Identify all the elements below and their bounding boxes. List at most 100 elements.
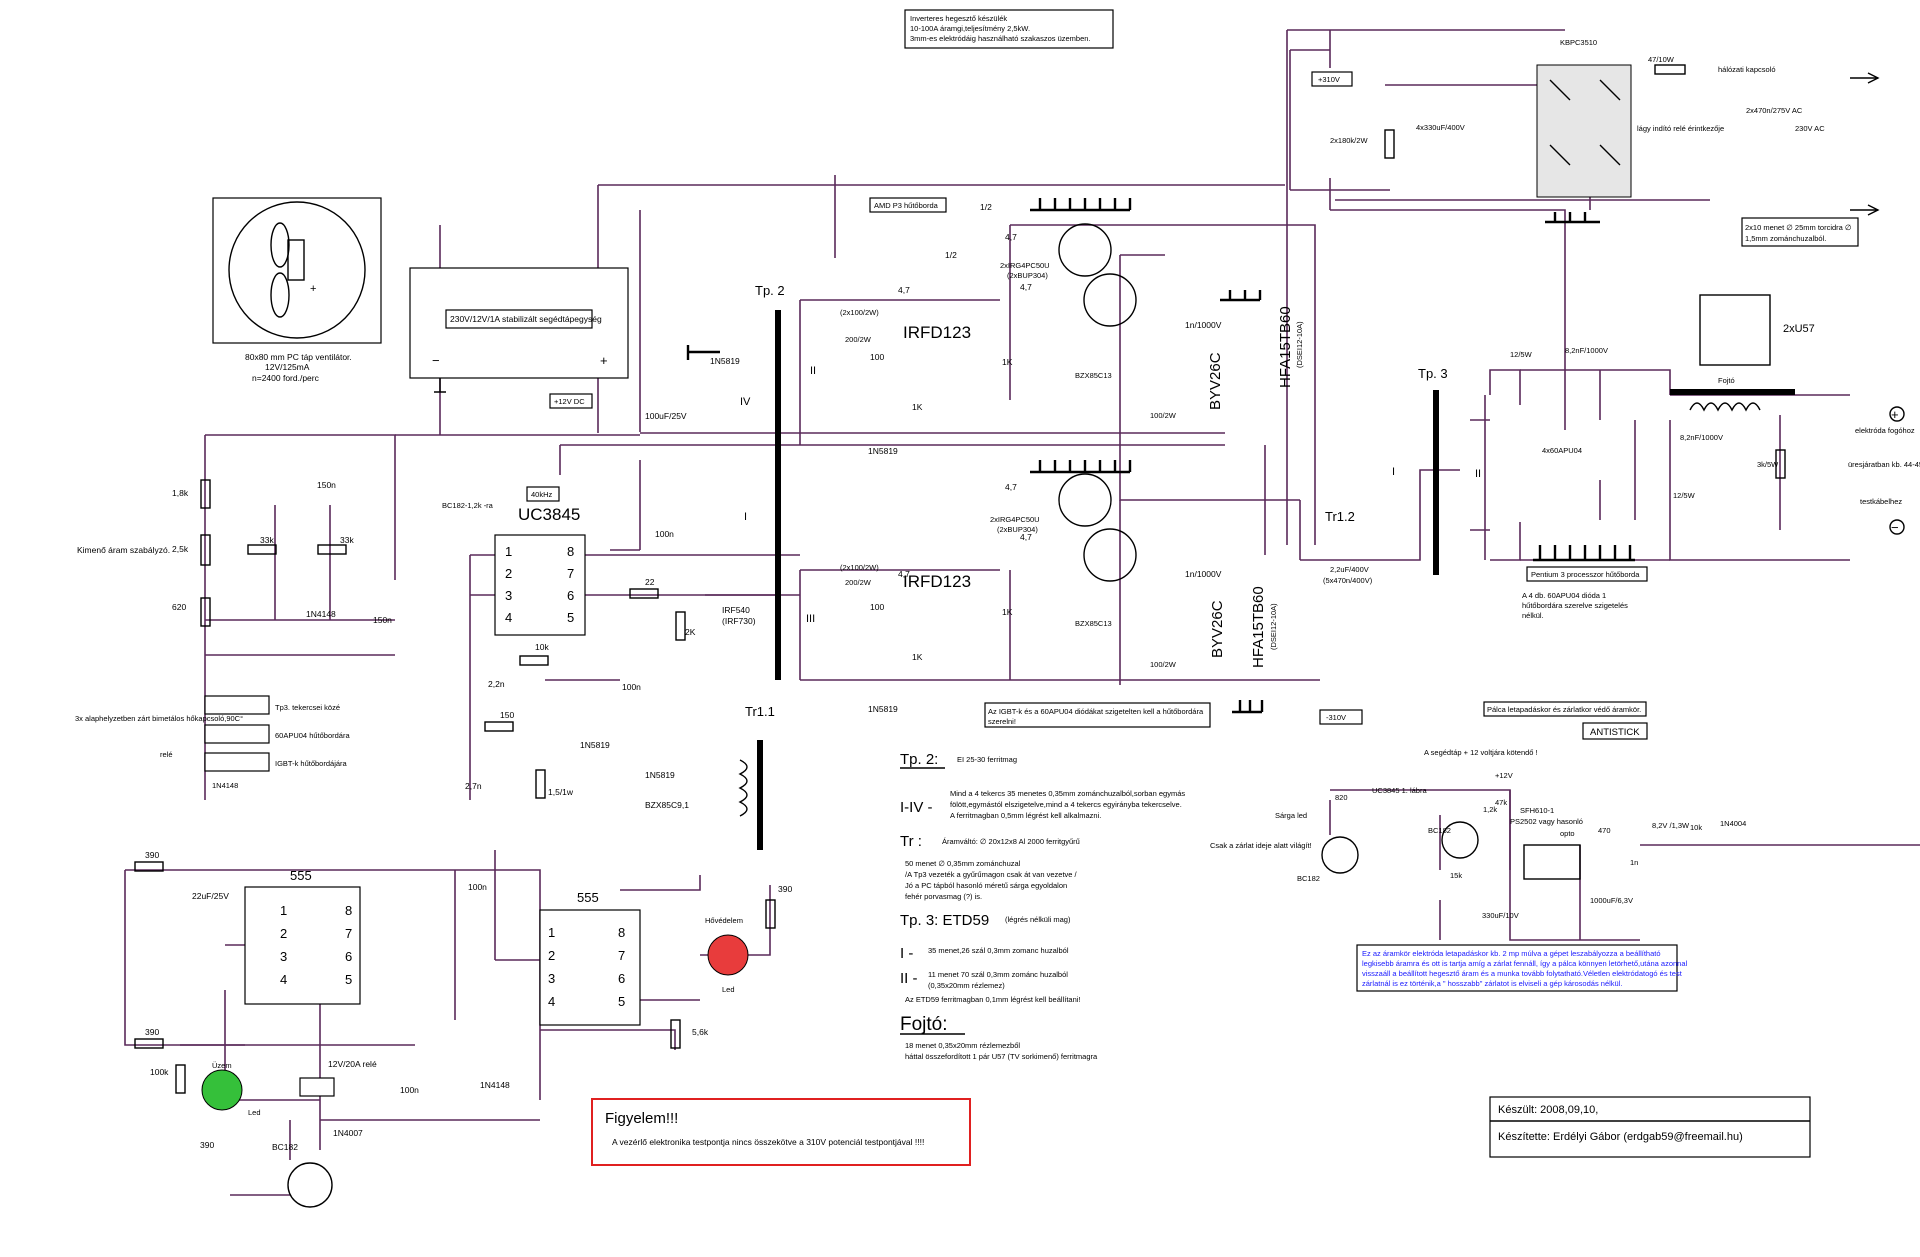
byv: BYV26C bbox=[1209, 600, 1226, 658]
notes-text: /A Tp3 vezeték a gyűrűmagon csak át van … bbox=[905, 870, 1078, 879]
uc3845-block: 40kHz UC3845 1 2 3 4 8 7 6 5 BC182-1,2k … bbox=[77, 345, 756, 692]
timer-label: 555 bbox=[577, 890, 599, 905]
uc-pin: 6 bbox=[567, 588, 574, 603]
uc-pin: 2 bbox=[505, 566, 512, 581]
snubber-r: 100/2W bbox=[1150, 411, 1177, 420]
c-100n: 100n bbox=[622, 682, 641, 692]
c-150n: 150n bbox=[373, 615, 392, 625]
notes-text: 11 menet 70 szál 0,3mm zománc huzalból bbox=[928, 970, 1068, 979]
led-red-icon bbox=[707, 934, 749, 976]
fan-caption: n=2400 ford./perc bbox=[252, 373, 320, 383]
r-inrush: 47/10W bbox=[1648, 55, 1675, 64]
aux-plus: + bbox=[600, 353, 608, 368]
r-200: 200/2W bbox=[845, 578, 872, 587]
bc-label: BC182 bbox=[272, 1142, 298, 1152]
pot: 2,5k bbox=[172, 544, 189, 554]
zener-label: BZX85C9,1 bbox=[645, 800, 689, 810]
idle-label: üresjáratban kb. 44-45V bbox=[1848, 460, 1920, 469]
bc-note: BC182-1,2k -ra bbox=[442, 501, 494, 510]
uc-pin: 4 bbox=[505, 610, 512, 625]
blue-note: visszaáll a beállított hegesztő áram és … bbox=[1362, 969, 1683, 978]
protection-section: 3x alaphelyzetben zárt bimetálos hőkapcs… bbox=[75, 695, 775, 850]
heatsink-amd: AMD P3 hűtőborda bbox=[874, 201, 939, 210]
tp2-label: Tp. 2 bbox=[755, 283, 785, 298]
hfa: HFA15TB60 bbox=[1277, 306, 1294, 388]
r-18k: 1,8k bbox=[172, 488, 189, 498]
hfa: HFA15TB60 bbox=[1250, 586, 1267, 668]
uc-freq: 40kHz bbox=[531, 490, 553, 499]
r-15: 1,5/1w bbox=[548, 787, 574, 797]
r-12: 12/5W bbox=[1510, 350, 1533, 359]
notes-title: Tp. 2: bbox=[900, 751, 938, 768]
r-820: 820 bbox=[1335, 793, 1348, 802]
mosfet: IRF540 bbox=[722, 605, 750, 615]
c-1000: 1000uF/6,3V bbox=[1590, 896, 1633, 905]
snubber-cap: 1n/1000V bbox=[1185, 569, 1222, 579]
minus-sign: − bbox=[1891, 520, 1899, 535]
half: 1/2 bbox=[980, 202, 992, 212]
timer-pin: 5 bbox=[618, 994, 625, 1009]
zener-82: 8,2V /1,3W bbox=[1652, 821, 1690, 830]
header-note: Inverteres hegesztő készülék 10-100A ára… bbox=[904, 9, 1114, 49]
byv: BYV26C bbox=[1207, 352, 1224, 410]
u57-label: 2xU57 bbox=[1783, 323, 1815, 335]
choke-note: 1,5mm zománchuzalból. bbox=[1745, 234, 1826, 243]
d-1n4148: 1N4148 bbox=[480, 1080, 510, 1090]
notes-text: fehér porvasmag (?) is. bbox=[905, 892, 982, 901]
c-100n-b: 100n bbox=[655, 529, 674, 539]
r-3k: 3k/5W bbox=[1757, 460, 1779, 469]
hfa: (DSEI12-10A) bbox=[1269, 603, 1278, 650]
d-4004: 1N4004 bbox=[1720, 819, 1746, 828]
led-green-icon bbox=[201, 1069, 243, 1111]
relay-contact: lágy indító relé érintkezője bbox=[1637, 124, 1724, 133]
notes-section: Tp. 2: EI 25-30 ferritmag I-IV - Mind a … bbox=[900, 751, 1185, 1061]
fan-caption: 12V/125mA bbox=[265, 362, 310, 372]
notes-text: Az ETD59 ferritmagban 0,1mm légrést kell… bbox=[905, 995, 1081, 1004]
r-33k: 33k bbox=[260, 535, 274, 545]
notes-text: A ferritmagban 0,5mm légrést kell alkalm… bbox=[950, 811, 1101, 820]
zener: BZX85C13 bbox=[1075, 619, 1112, 628]
igbt: (2xBUP304) bbox=[1007, 271, 1048, 280]
r-2x100: (2x100/2W) bbox=[840, 563, 879, 572]
mosfet-alt: (IRF730) bbox=[722, 616, 756, 626]
prot-switch: 60APU04 hűtőbordára bbox=[275, 731, 350, 740]
uc-pin: 8 bbox=[567, 544, 574, 559]
timer-label: 555 bbox=[290, 868, 312, 883]
r-620: 620 bbox=[172, 602, 186, 612]
r-2x100: (2x100/2W) bbox=[840, 308, 879, 317]
c-82: 8,2nF/1000V bbox=[1565, 346, 1608, 355]
led-label: Sárga led bbox=[1275, 811, 1307, 820]
timer-pin: 2 bbox=[548, 948, 555, 963]
input-stage: +310V KBPC3510 47/10W hálózati kapcsoló … bbox=[1311, 38, 1880, 247]
r-1k: 1K bbox=[1002, 607, 1013, 617]
driver-section: Tp. 2 II III IV I IRFD123 IRFD123 4,7 4,… bbox=[740, 197, 1373, 728]
d-prot: 1N4148 bbox=[212, 781, 238, 790]
zener: BZX85C13 bbox=[1075, 371, 1112, 380]
fan: + 80x80 mm PC táp ventilátor. 12V/125mA … bbox=[212, 197, 382, 383]
igbt-note: Az IGBT-k és a 60APU04 diódákat szigetel… bbox=[988, 707, 1204, 716]
timer-pin: 6 bbox=[618, 971, 625, 986]
timer-pin: 4 bbox=[548, 994, 555, 1009]
notes-text: Mind a 4 tekercs 35 menetes 0,35mm zomán… bbox=[950, 789, 1185, 798]
timer-pin: 1 bbox=[280, 903, 287, 918]
d-1n5819: 1N5819 bbox=[868, 704, 898, 714]
half: 1/2 bbox=[945, 250, 957, 260]
aux-minus: − bbox=[432, 353, 440, 368]
notes-label: I - bbox=[900, 945, 913, 962]
winding: III bbox=[806, 613, 815, 625]
r-12k: 1,2k bbox=[1483, 805, 1497, 814]
work-label: testkábelhez bbox=[1860, 497, 1902, 506]
minus-terminal-icon bbox=[1889, 519, 1905, 535]
d-1n5819: 1N5819 bbox=[710, 356, 740, 366]
notes-title: Tr : bbox=[900, 833, 922, 850]
switch-label: hálózati kapcsoló bbox=[1718, 65, 1776, 74]
r-4-7: 4,7 bbox=[1005, 232, 1017, 242]
choke-note: 2x10 menet ∅ 25mm torcidra ∅ bbox=[1745, 223, 1851, 232]
winding: II bbox=[810, 365, 816, 377]
notes-title: Tp. 3: ETD59 bbox=[900, 912, 989, 929]
wiring bbox=[124, 29, 1920, 1196]
r-4-7: 4,7 bbox=[1020, 282, 1032, 292]
r-390: 390 bbox=[778, 884, 792, 894]
r-12: 12/5W bbox=[1673, 491, 1696, 500]
